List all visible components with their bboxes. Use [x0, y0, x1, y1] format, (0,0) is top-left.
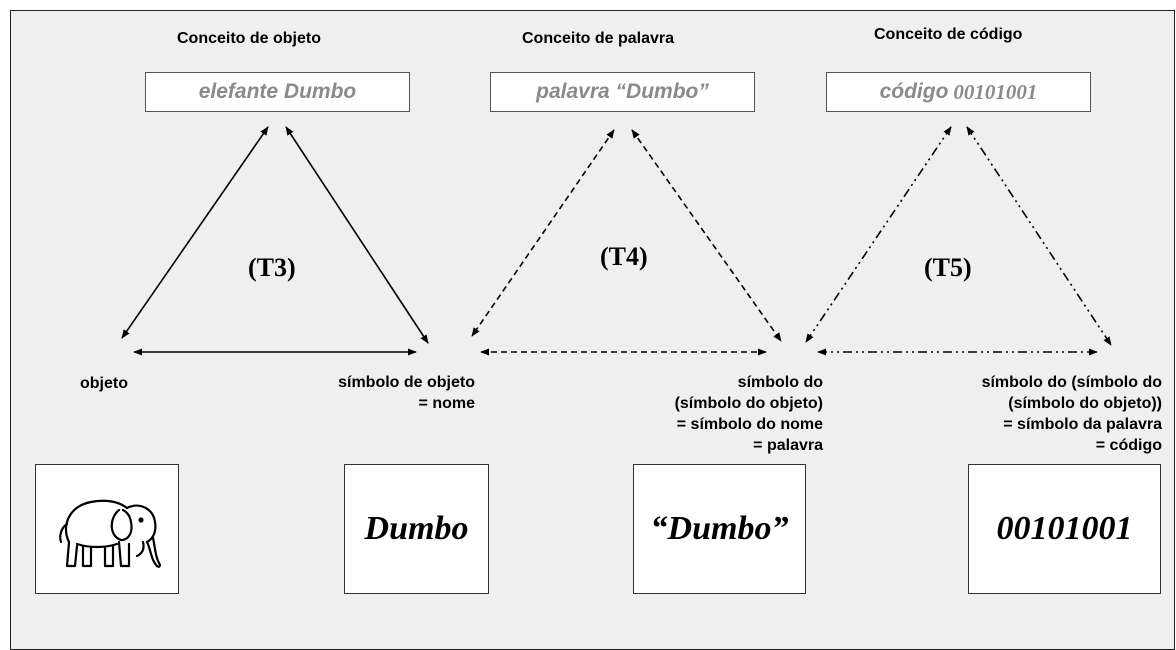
t4-right-edge	[631, 129, 782, 342]
symbol-dumbo-text: Dumbo	[364, 510, 469, 547]
label-simbolo-nome: símbolo do (símbolo do objeto) = símbolo…	[675, 372, 823, 456]
header-object-concept: Conceito de objeto	[177, 30, 321, 47]
label-simbolo-palavra-line: = símbolo da palavra	[1003, 416, 1162, 433]
symbol-box-code: 00101001	[968, 464, 1161, 594]
label-simbolo-palavra-line: = código	[1095, 437, 1162, 454]
triangle-t5	[805, 126, 1112, 356]
t4-left-edge	[471, 129, 615, 337]
concept-object-text: elefante Dumbo	[198, 80, 357, 103]
label-simbolo-objeto-line: símbolo de objeto	[338, 374, 475, 391]
triangle-t3	[121, 126, 429, 356]
concept-box-code: código 00101001	[826, 72, 1091, 112]
label-simbolo-nome-line: símbolo do	[737, 374, 823, 391]
symbol-box-elephant	[35, 464, 179, 594]
symbol-box-dumbo: Dumbo	[344, 464, 489, 594]
t3-left-edge	[121, 126, 269, 339]
triangle-label-t3: (T3)	[248, 253, 296, 282]
label-simbolo-palavra-line: símbolo do (símbolo do	[981, 374, 1162, 391]
label-objeto: objeto	[80, 375, 128, 392]
header-code-concept: Conceito de código	[874, 26, 1023, 43]
label-simbolo-objeto: símbolo de objeto = nome	[338, 372, 475, 414]
t3-right-edge	[285, 126, 429, 344]
triangle-t4	[471, 129, 782, 356]
label-simbolo-nome-line: (símbolo do objeto)	[674, 395, 823, 412]
symbol-code-text: 00101001	[996, 510, 1133, 547]
symbol-box-dumbo-quoted: “Dumbo”	[633, 464, 806, 594]
elephant-icon	[59, 499, 161, 568]
concept-code-value: 00101001	[953, 79, 1038, 104]
label-simbolo-palavra: símbolo do (símbolo do (símbolo do objet…	[982, 372, 1162, 456]
symbol-dumbo-quoted-text: “Dumbo”	[650, 510, 789, 547]
header-word-concept: Conceito de palavra	[522, 30, 675, 47]
t5-left-edge	[805, 126, 952, 343]
triangle-lines	[121, 126, 1112, 356]
label-simbolo-objeto-line: = nome	[418, 395, 475, 412]
triangle-label-t4: (T4)	[600, 242, 648, 271]
t5-right-edge	[966, 126, 1112, 346]
concept-word-text: palavra “Dumbo”	[536, 80, 709, 103]
label-simbolo-nome-line: = símbolo do nome	[676, 416, 823, 433]
concept-box-object: elefante Dumbo	[145, 72, 410, 112]
triangle-label-t5: (T5)	[924, 253, 972, 282]
concept-code-word: código	[879, 80, 949, 103]
label-simbolo-nome-line: = palavra	[753, 437, 823, 454]
label-simbolo-palavra-line: (símbolo do objeto))	[1008, 395, 1162, 412]
concept-box-word: palavra “Dumbo”	[490, 72, 755, 112]
